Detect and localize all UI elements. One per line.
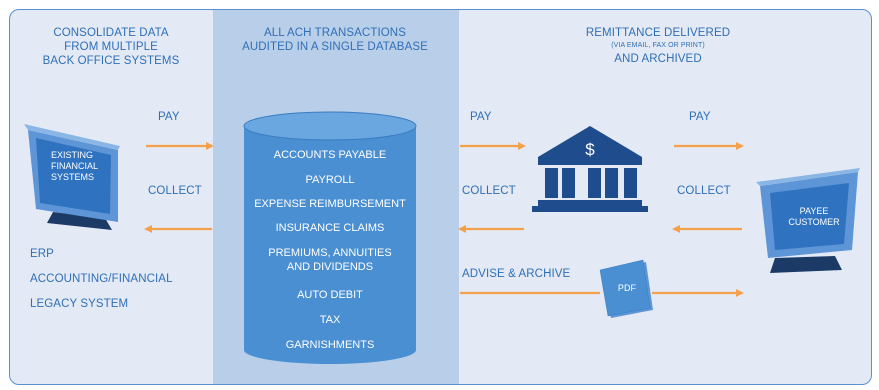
database-item: AUTO DEBIT — [297, 289, 363, 301]
left-list-item: LEGACY SYSTEM — [30, 298, 129, 310]
collect-label-right: COLLECT — [677, 185, 731, 197]
database-icon — [243, 111, 417, 364]
center-header-line: AUDITED IN A SINGLE DATABASE — [242, 41, 428, 53]
left-list-item: ACCOUNTING/FINANCIAL — [30, 273, 173, 285]
right-header-line: REMITTANCE DELIVERED — [585, 27, 731, 39]
left-header-line: FROM MULTIPLE — [64, 41, 158, 53]
right-header-subline: (VIA EMAIL, FAX OR PRINT) — [611, 42, 705, 49]
center-header-line: ALL ACH TRANSACTIONS — [264, 27, 406, 39]
database-item: GARNISHMENTS — [285, 339, 375, 351]
left-list-item: ERP — [30, 248, 54, 260]
left-monitor-label-line: EXISTING — [51, 150, 94, 160]
advise-archive-label: ADVISE & ARCHIVE — [462, 268, 571, 280]
database-item: PAYROLL — [305, 174, 355, 186]
pdf-document-icon — [599, 259, 653, 318]
right-monitor-label-line: PAYEE — [799, 206, 829, 216]
left-header-line: CONSOLIDATE DATA — [53, 27, 169, 39]
collect-label-left: COLLECT — [148, 185, 202, 197]
database-item: AND DIVIDENDS — [286, 261, 374, 273]
pdf-label: PDF — [617, 283, 637, 293]
center-header: ALL ACH TRANSACTIONS AUDITED IN A SINGLE… — [212, 26, 458, 54]
bank-icon — [532, 126, 648, 212]
monitor-icon — [756, 168, 860, 273]
dollar-sign: $ — [585, 140, 595, 159]
pay-label-left: PAY — [158, 111, 180, 123]
monitor-icon — [24, 124, 120, 230]
left-header: CONSOLIDATE DATA FROM MULTIPLE BACK OFFI… — [22, 26, 200, 68]
database-item: TAX — [319, 314, 341, 326]
left-monitor-label-line: FINANCIAL — [51, 161, 99, 171]
database-item: PREMIUMS, ANNUITIES — [268, 247, 392, 259]
left-monitor-label-line: SYSTEMS — [51, 172, 95, 182]
right-monitor-label-line: CUSTOMER — [788, 217, 840, 227]
pay-label-mid: PAY — [470, 111, 492, 123]
right-monitor-label: PAYEE CUSTOMER — [784, 206, 844, 228]
right-header-line: AND ARCHIVED — [614, 53, 702, 65]
database-item: EXPENSE REIMBURSEMENT — [254, 198, 406, 210]
collect-label-mid: COLLECT — [462, 185, 516, 197]
left-header-line: BACK OFFICE SYSTEMS — [42, 55, 180, 67]
right-header: REMITTANCE DELIVERED (VIA EMAIL, FAX OR … — [558, 26, 758, 66]
left-monitor-label: EXISTING FINANCIAL SYSTEMS — [51, 150, 98, 183]
database-item: INSURANCE CLAIMS — [275, 222, 385, 234]
database-item: ACCOUNTS PAYABLE — [273, 149, 387, 161]
pay-label-right: PAY — [689, 111, 711, 123]
